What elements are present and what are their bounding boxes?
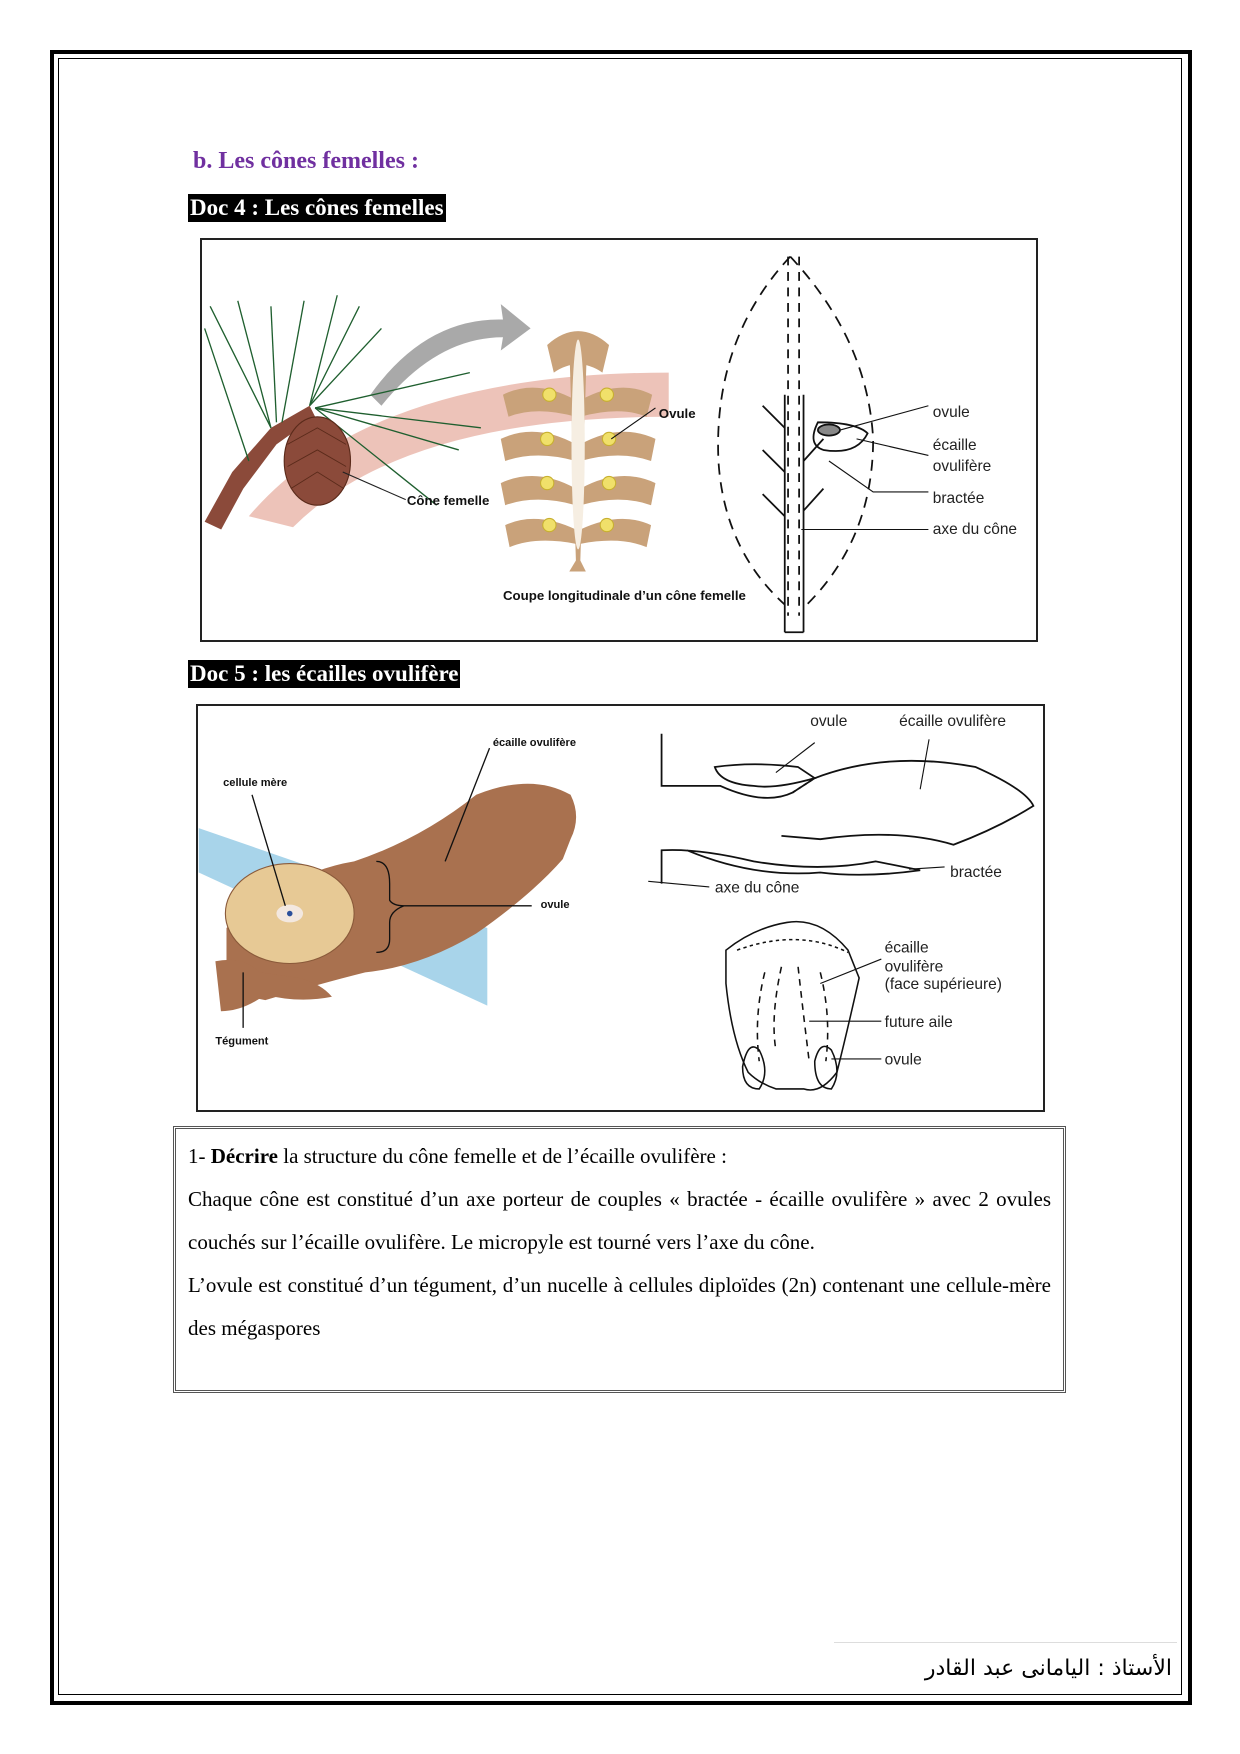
future-aile-label: future aile <box>885 1014 953 1031</box>
cone-schema <box>717 255 875 634</box>
doc5-illustration: écaille ovulifère cellule mère ovule Tég… <box>198 713 1035 1091</box>
section-caption: Coupe longitudinale d’un cône femelle <box>503 588 746 603</box>
answer-paragraph-2: L’ovule est constitué d’un tégument, d’u… <box>188 1273 1051 1340</box>
schema-bractee-label: bractée <box>933 490 985 507</box>
branch <box>204 405 316 530</box>
doc4-illustration: Cône femelle Ovule <box>204 255 1017 634</box>
doc4-figure: Cône femelle Ovule <box>200 238 1038 642</box>
schema-ovulifere-label: ovulifère <box>933 458 991 475</box>
scale-cellule-label: cellule mère <box>223 777 287 789</box>
footer-author: الأستاذ : اليامانى عبد القادر <box>924 1656 1172 1681</box>
schema-ecaille-top-label: écaille ovulifère <box>899 713 1006 730</box>
schema-axe-label: axe du cône <box>715 879 800 896</box>
scale-schema <box>660 733 1035 884</box>
section-heading: b. Les cônes femelles : <box>193 148 419 174</box>
schema-ovule-top-label: ovule <box>810 713 847 730</box>
scale-face-schema <box>725 920 860 1091</box>
face-ovule-label: ovule <box>885 1051 922 1068</box>
face-label-2: ovulifère <box>885 958 944 975</box>
face-label-1: écaille <box>885 939 929 956</box>
question-number: 1- <box>188 1144 211 1168</box>
doc4-label: Doc 4 : Les cônes femelles <box>188 194 446 222</box>
longitudinal-section <box>500 331 656 572</box>
schema-bractee-label: bractée <box>950 864 1002 881</box>
answer-box: 1- Décrire la structure du cône femelle … <box>173 1126 1066 1393</box>
pine-cone <box>283 416 352 506</box>
question-verb: Décrire <box>210 1144 278 1168</box>
schema-ecaille-label: écaille <box>933 437 977 454</box>
arrow-icon <box>370 304 531 406</box>
doc5-label: Doc 5 : les écailles ovulifère <box>188 660 461 688</box>
question: 1- Décrire la structure du cône femelle … <box>188 1135 1051 1178</box>
ovuliferous-scale <box>215 783 577 1012</box>
doc5-figure: écaille ovulifère cellule mère ovule Tég… <box>196 704 1045 1112</box>
footer-divider <box>834 1642 1177 1643</box>
scale-tegument-label: Tégument <box>215 1036 268 1048</box>
pine-needles <box>204 295 481 506</box>
question-text: la structure du cône femelle et de l’éca… <box>277 1144 727 1168</box>
scale-ovule-label: ovule <box>541 899 570 911</box>
ovule-label: Ovule <box>659 406 696 421</box>
page-border-inner <box>58 58 1182 1695</box>
cone-femelle-label: Cône femelle <box>407 493 489 508</box>
scale-ecaille-label: écaille ovulifère <box>493 737 576 749</box>
schema-ovule-label: ovule <box>933 404 970 421</box>
face-label-3: (face supérieure) <box>885 976 1002 993</box>
answer-paragraph-1: Chaque cône est constitué d’un axe porte… <box>188 1187 1051 1254</box>
schema-axe-label: axe du cône <box>933 521 1017 538</box>
page-border <box>50 50 1192 1705</box>
